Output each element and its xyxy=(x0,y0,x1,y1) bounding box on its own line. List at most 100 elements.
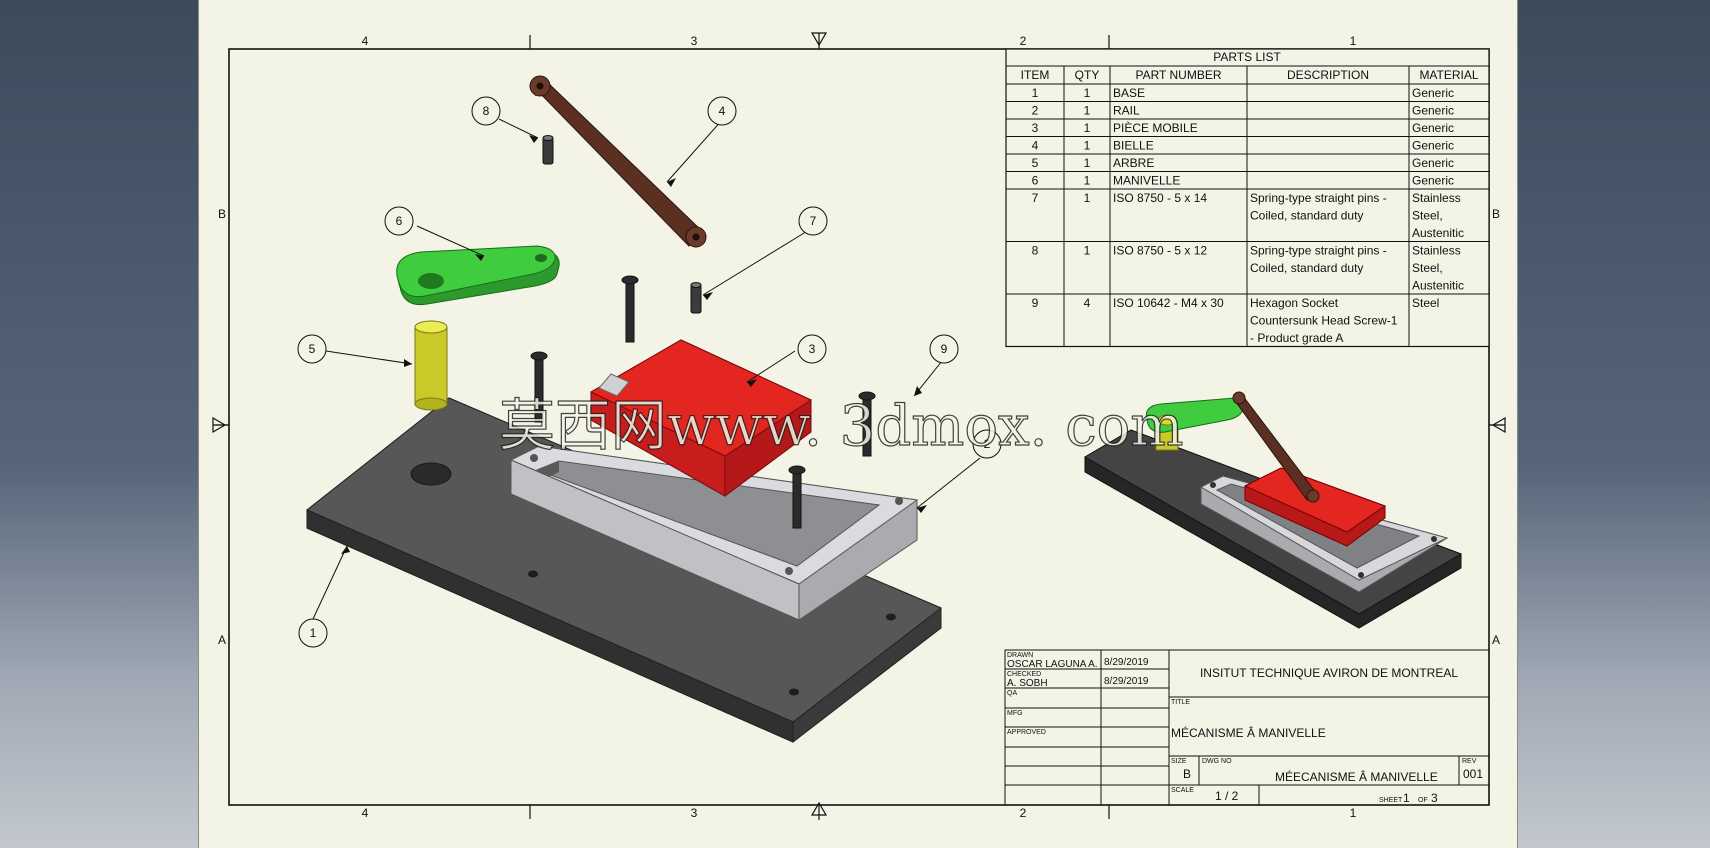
balloon-2: 2 xyxy=(972,429,1002,459)
parts-list-material: Steel, xyxy=(1412,261,1443,275)
balloon-4: 4 xyxy=(707,96,737,126)
balloon-5: 5 xyxy=(297,334,327,364)
zone-right-a: A xyxy=(1492,633,1500,647)
drawn-label: DRAWN xyxy=(1007,652,1033,659)
parts-list-item: 7 xyxy=(1032,191,1039,205)
leader-arrowheads xyxy=(341,135,927,554)
balloon-6-label: 6 xyxy=(396,214,403,228)
balloon-6: 6 xyxy=(384,206,414,236)
parts-list-header-4: MATERIAL xyxy=(1419,68,1478,82)
screws xyxy=(530,275,876,529)
parts-list-part-number: BIELLE xyxy=(1113,139,1154,153)
parts-list-material: Steel xyxy=(1412,296,1439,310)
sheet-label: SHEET xyxy=(1379,797,1403,804)
zone-top-4: 4 xyxy=(362,34,369,48)
sheet-number: 1 xyxy=(1403,791,1410,805)
parts-list-part-number: PIÈCE MOBILE xyxy=(1113,120,1198,135)
watermark-text: 莫西网www. 3dmox. com xyxy=(499,394,1183,459)
zone-right-b: B xyxy=(1492,207,1500,221)
parts-list-header-2: PART NUMBER xyxy=(1135,68,1221,82)
balloon-8-label: 8 xyxy=(483,104,490,118)
parts-list-description: Coiled, standard duty xyxy=(1250,261,1363,275)
checked-date: 8/29/2019 xyxy=(1104,676,1149,687)
parts-list-material: Steel, xyxy=(1412,209,1443,223)
parts-list-title: PARTS LIST xyxy=(1213,50,1281,64)
parts-list-part-number: ISO 8750 - 5 x 12 xyxy=(1113,244,1207,258)
balloon-9: 9 xyxy=(929,334,959,364)
company-name: INSITUT TECHNIQUE AVIRON DE MONTREAL xyxy=(1200,666,1458,680)
balloons: 1 2 3 4 5 6 7 8 9 xyxy=(297,96,1002,648)
size-label: SIZE xyxy=(1171,758,1187,765)
parts-list-qty: 1 xyxy=(1084,191,1091,205)
parts-list-item: 5 xyxy=(1032,156,1039,170)
sheet-total: 3 xyxy=(1431,791,1438,805)
balloon-8: 8 xyxy=(471,96,501,126)
parts-list-material: Generic xyxy=(1412,156,1454,170)
balloon-3: 3 xyxy=(797,334,827,364)
base-plate xyxy=(306,397,942,743)
balloon-4-label: 4 xyxy=(719,104,726,118)
parts-list-material: Stainless xyxy=(1412,244,1461,258)
drawing-sheet: 4 3 2 1 4 3 2 1 B A B A xyxy=(198,0,1518,848)
parts-list-material: Generic xyxy=(1412,104,1454,118)
balloon-5-label: 5 xyxy=(309,342,316,356)
zone-top-3: 3 xyxy=(691,34,698,48)
zone-bottom-2: 2 xyxy=(1020,806,1027,820)
parts-list-part-number: ARBRE xyxy=(1113,156,1154,170)
parts-list-part-number: RAIL xyxy=(1113,104,1140,118)
centering-marks xyxy=(212,32,1506,820)
parts-list-item: 1 xyxy=(1032,86,1039,100)
balloon-7-label: 7 xyxy=(810,214,817,228)
parts-list-qty: 1 xyxy=(1084,156,1091,170)
crank xyxy=(396,245,560,306)
qa-label: QA xyxy=(1007,690,1017,697)
parts-list-material: Generic xyxy=(1412,121,1454,135)
drawing-border xyxy=(228,48,1490,806)
parts-list-qty: 1 xyxy=(1084,174,1091,188)
parts-list-description: Countersunk Head Screw-1 xyxy=(1250,314,1398,328)
title-block xyxy=(1004,649,1490,806)
parts-list-material: Generic xyxy=(1412,174,1454,188)
connecting-link xyxy=(529,75,707,248)
parts-list-part-number: MANIVELLE xyxy=(1113,174,1180,188)
parts-list-description: Hexagon Socket xyxy=(1250,296,1339,310)
parts-list-qty: 1 xyxy=(1084,121,1091,135)
exploded-view xyxy=(306,75,942,743)
zone-bottom-3: 3 xyxy=(691,806,698,820)
parts-list-item: 3 xyxy=(1032,121,1039,135)
parts-list-description: Coiled, standard duty xyxy=(1250,209,1363,223)
sheet-size: B xyxy=(1183,767,1191,781)
parts-list-item: 9 xyxy=(1032,296,1039,310)
balloon-7: 7 xyxy=(798,206,828,236)
parts-list-material: Generic xyxy=(1412,139,1454,153)
rev-label: REV xyxy=(1462,758,1477,765)
parts-list-qty: 1 xyxy=(1084,104,1091,118)
parts-list-qty: 1 xyxy=(1084,86,1091,100)
parts-list-material: Austenitic xyxy=(1412,279,1464,293)
parts-list-description: Spring-type straight pins - xyxy=(1250,191,1387,205)
checked-label: CHECKED xyxy=(1007,671,1041,678)
zone-bottom-1: 1 xyxy=(1350,806,1357,820)
parts-list-item: 6 xyxy=(1032,174,1039,188)
rail xyxy=(509,445,919,621)
zone-bottom-4: 4 xyxy=(362,806,369,820)
parts-list-material: Generic xyxy=(1412,86,1454,100)
of-label: OF xyxy=(1418,797,1428,804)
shaft xyxy=(414,320,448,411)
balloon-2-label: 2 xyxy=(984,437,991,451)
parts-list-material: Stainless xyxy=(1412,191,1461,205)
drawing-title: MÉCANISME Â MANIVELLE xyxy=(1171,725,1326,740)
parts-list-description: Spring-type straight pins - xyxy=(1250,244,1387,258)
parts-list-part-number: ISO 8750 - 5 x 14 xyxy=(1113,191,1207,205)
parts-list-part-number: ISO 10642 - M4 x 30 xyxy=(1113,296,1224,310)
parts-list-item: 8 xyxy=(1032,244,1039,258)
balloon-3-label: 3 xyxy=(809,342,816,356)
parts-list-description: - Product grade A xyxy=(1250,331,1343,345)
balloon-1: 1 xyxy=(298,618,328,648)
parts-list-header-0: ITEM xyxy=(1021,68,1050,82)
zone-top-2: 2 xyxy=(1020,34,1027,48)
mfg-label: MFG xyxy=(1007,710,1023,717)
checked-by: A. SOBH xyxy=(1007,678,1048,689)
balloon-1-label: 1 xyxy=(310,626,317,640)
